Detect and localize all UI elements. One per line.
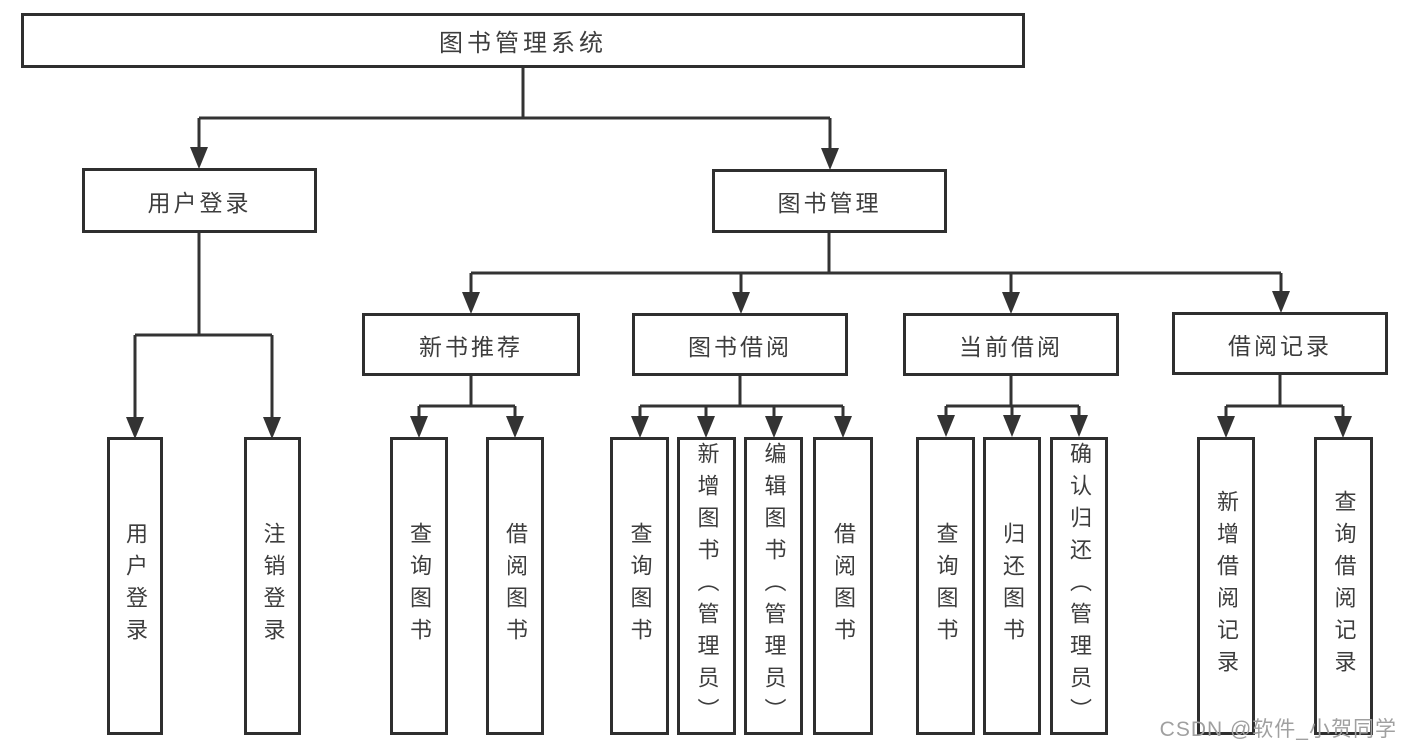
node-borrow-records: 借阅记录 <box>1172 312 1388 375</box>
node-library-management-system: 图书管理系统 <box>21 13 1025 68</box>
node-book-management: 图书管理 <box>712 169 947 233</box>
csdn-watermark: CSDN @软件_小贺同学 <box>1159 718 1397 741</box>
leaf-edit-book-admin: 编辑图书（管理员） <box>744 437 803 735</box>
leaf-return-book: 归还图书 <box>983 437 1041 735</box>
leaf-user-login: 用户登录 <box>107 437 163 735</box>
leaf-borrow-book: 借阅图书 <box>813 437 873 735</box>
leaf-query-book-current: 查询图书 <box>916 437 975 735</box>
node-user-login: 用户登录 <box>82 168 317 233</box>
node-book-borrow: 图书借阅 <box>632 313 848 376</box>
leaf-query-book-borrow: 查询图书 <box>610 437 669 735</box>
leaf-borrow-book-recommend: 借阅图书 <box>486 437 544 735</box>
node-new-book-recommend: 新书推荐 <box>362 313 580 376</box>
leaf-confirm-return-admin: 确认归还（管理员） <box>1050 437 1108 735</box>
leaf-add-book-admin: 新增图书（管理员） <box>677 437 736 735</box>
leaf-logout: 注销登录 <box>244 437 301 735</box>
leaf-query-borrow-record: 查询借阅记录 <box>1314 437 1373 735</box>
leaf-query-book-recommend: 查询图书 <box>390 437 448 735</box>
node-current-borrow: 当前借阅 <box>903 313 1119 376</box>
leaf-add-borrow-record: 新增借阅记录 <box>1197 437 1255 735</box>
